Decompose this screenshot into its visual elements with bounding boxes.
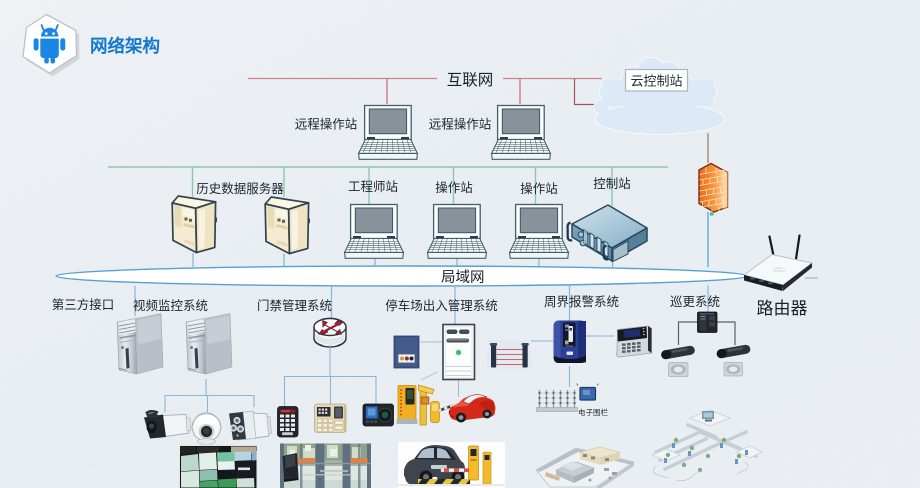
svg-text:控制站: 控制站 [593, 177, 631, 191]
svg-text:操作站: 操作站 [435, 180, 473, 195]
svg-text:周界报警系统: 周界报警系统 [544, 294, 619, 309]
svg-text:历史数据服务器: 历史数据服务器 [196, 181, 284, 196]
svg-text:远程操作站: 远程操作站 [295, 117, 358, 132]
svg-text:路由器: 路由器 [757, 299, 808, 318]
svg-text:停车场出入管理系统: 停车场出入管理系统 [385, 298, 498, 313]
svg-text:电子围栏: 电子围栏 [578, 407, 608, 417]
svg-text:网络架构: 网络架构 [90, 36, 160, 56]
svg-text:第三方接口: 第三方接口 [52, 297, 115, 312]
svg-text:局域网: 局域网 [441, 269, 485, 286]
svg-text:视频监控系统: 视频监控系统 [133, 298, 208, 313]
svg-text:门禁管理系统: 门禁管理系统 [257, 298, 332, 313]
svg-text:工程师站: 工程师站 [348, 179, 398, 194]
svg-text:远程操作站: 远程操作站 [429, 117, 492, 132]
svg-text:云控制站: 云控制站 [630, 74, 682, 89]
svg-text:巡更系统: 巡更系统 [670, 295, 720, 309]
svg-text:操作站: 操作站 [520, 181, 558, 196]
svg-text:互联网: 互联网 [447, 71, 494, 89]
